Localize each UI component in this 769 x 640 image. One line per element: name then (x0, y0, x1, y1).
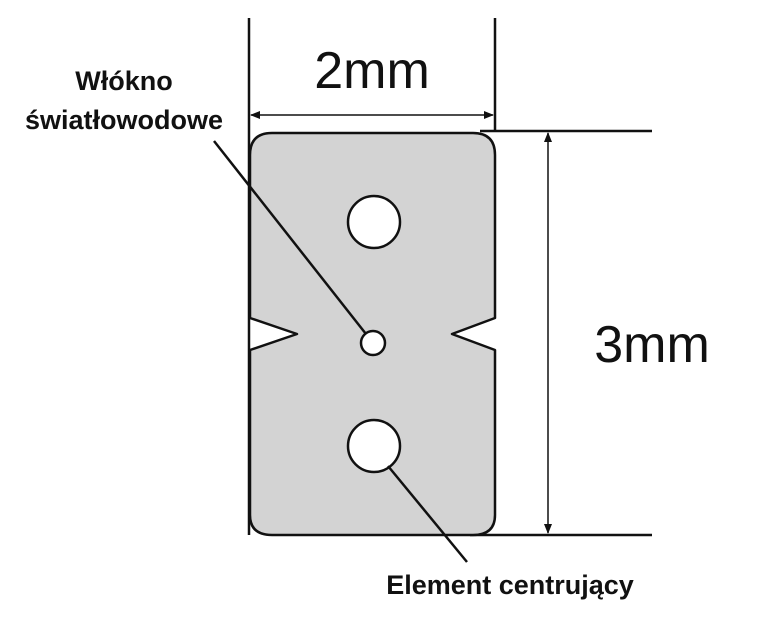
lower-strength-member-hole (346, 418, 402, 474)
fiber-leader-line (213, 140, 367, 335)
strength-member-label: Element centrujący (386, 570, 634, 600)
width-dimension-label: 2mm (314, 42, 430, 100)
upper-strength-member-hole (346, 194, 402, 250)
strength-member-leader-line (387, 465, 468, 563)
fiber-label-line-2: światłowodowe (25, 105, 223, 135)
height-dimension-label: 3mm (594, 316, 710, 374)
fiber-label-line-1: Włókno (75, 66, 172, 96)
optical-fiber-hole (359, 329, 387, 357)
